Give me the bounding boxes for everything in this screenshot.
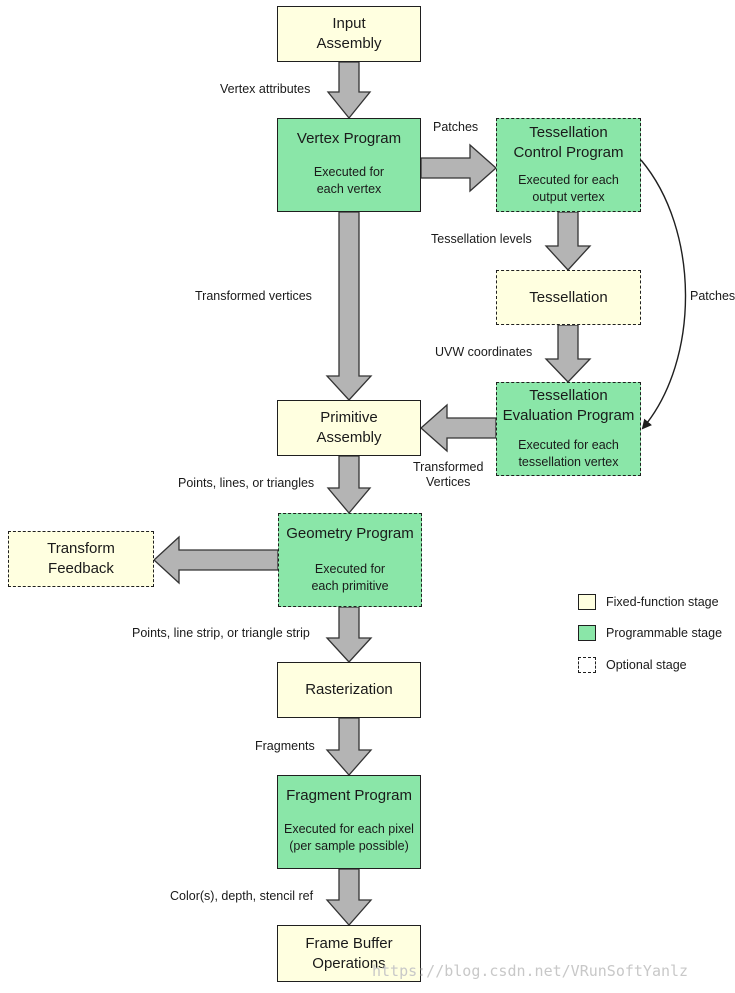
arrow-geometry-to-transform-feedback <box>153 535 279 585</box>
input-assembly-title: Input Assembly <box>316 15 382 52</box>
transform-feedback-box: Transform Feedback <box>8 531 154 587</box>
label-transformed-vertices-cap: Transformed Vertices <box>413 460 484 489</box>
legend-fixed-label: Fixed-function stage <box>606 595 719 609</box>
vertex-program-title: Vertex Program <box>296 130 402 147</box>
arrow-tess-control-to-tessellation <box>544 211 592 271</box>
legend-programmable-label: Programmable stage <box>606 626 723 640</box>
geometry-program-box: Geometry Program Executed for each primi… <box>278 513 422 607</box>
tess-control-title: Tessellation Control Program <box>513 124 624 161</box>
arrow-input-to-vertex <box>326 61 372 120</box>
frame-buffer-box: Frame Buffer Operations <box>277 925 421 982</box>
arrow-rasterization-to-fragment <box>325 717 373 776</box>
watermark-text: https://blog.csdn.net/VRunSoftYanlz <box>372 962 689 980</box>
vertex-program-desc: Executed for each vertex <box>313 165 385 196</box>
fragment-program-title: Fragment Program <box>286 787 412 804</box>
tess-control-program-box: Tessellation Control Program Executed fo… <box>496 118 641 212</box>
arrow-geometry-to-rasterization <box>325 606 373 663</box>
rasterization-box: Rasterization <box>277 662 421 718</box>
label-vertex-attributes: Vertex attributes <box>220 82 311 96</box>
arrow-primitive-to-geometry <box>326 455 372 515</box>
label-color-depth-stencil: Color(s), depth, stencil ref <box>170 889 314 903</box>
label-transformed-vertices: Transformed vertices <box>195 289 312 303</box>
vertex-program-box: Vertex Program Executed for each vertex <box>277 118 421 212</box>
arrow-tessellation-to-tess-eval <box>544 324 592 383</box>
input-assembly-box: Input Assembly <box>277 6 421 62</box>
tess-eval-desc: Executed for each tessellation vertex <box>518 438 619 469</box>
legend-optional-label: Optional stage <box>606 658 687 672</box>
geometry-program-title: Geometry Program <box>286 525 414 542</box>
tess-eval-title: Tessellation Evaluation Program <box>502 387 635 424</box>
rasterization-title: Rasterization <box>305 681 393 698</box>
primitive-assembly-box: Primitive Assembly <box>277 400 421 456</box>
tessellation-title: Tessellation <box>529 288 608 306</box>
geometry-program-desc: Executed for each primitive <box>311 562 389 593</box>
tess-control-desc: Executed for each output vertex <box>518 173 619 204</box>
arrow-vertex-to-primitive <box>325 211 373 401</box>
arrow-fragment-to-frame-buffer <box>325 868 373 926</box>
tessellation-box: Tessellation <box>496 270 641 325</box>
legend-optional-swatch <box>578 657 596 673</box>
arrow-vertex-to-tess-control <box>420 143 497 193</box>
arrow-patches-curve <box>640 159 687 430</box>
label-patches-top: Patches <box>433 120 479 134</box>
label-points-lines-triangles: Points, lines, or triangles <box>178 476 315 490</box>
fragment-program-desc: Executed for each pixel (per sample poss… <box>284 822 414 853</box>
tess-eval-program-box: Tessellation Evaluation Program Executed… <box>496 382 641 476</box>
fragment-program-box: Fragment Program Executed for each pixel… <box>277 775 421 869</box>
label-patches-side: Patches <box>690 289 735 303</box>
label-uvw-coordinates: UVW coordinates <box>435 345 533 359</box>
frame-buffer-title: Frame Buffer Operations <box>305 934 393 972</box>
legend-programmable-swatch <box>578 625 596 641</box>
label-fragments: Fragments <box>255 739 315 753</box>
label-tessellation-levels: Tessellation levels <box>431 232 532 246</box>
arrow-tess-eval-to-primitive <box>420 403 497 453</box>
label-points-strips: Points, line strip, or triangle strip <box>132 626 310 640</box>
primitive-assembly-title: Primitive Assembly <box>316 409 382 446</box>
transform-feedback-title: Transform Feedback <box>47 540 115 577</box>
legend-fixed-swatch <box>578 594 596 610</box>
